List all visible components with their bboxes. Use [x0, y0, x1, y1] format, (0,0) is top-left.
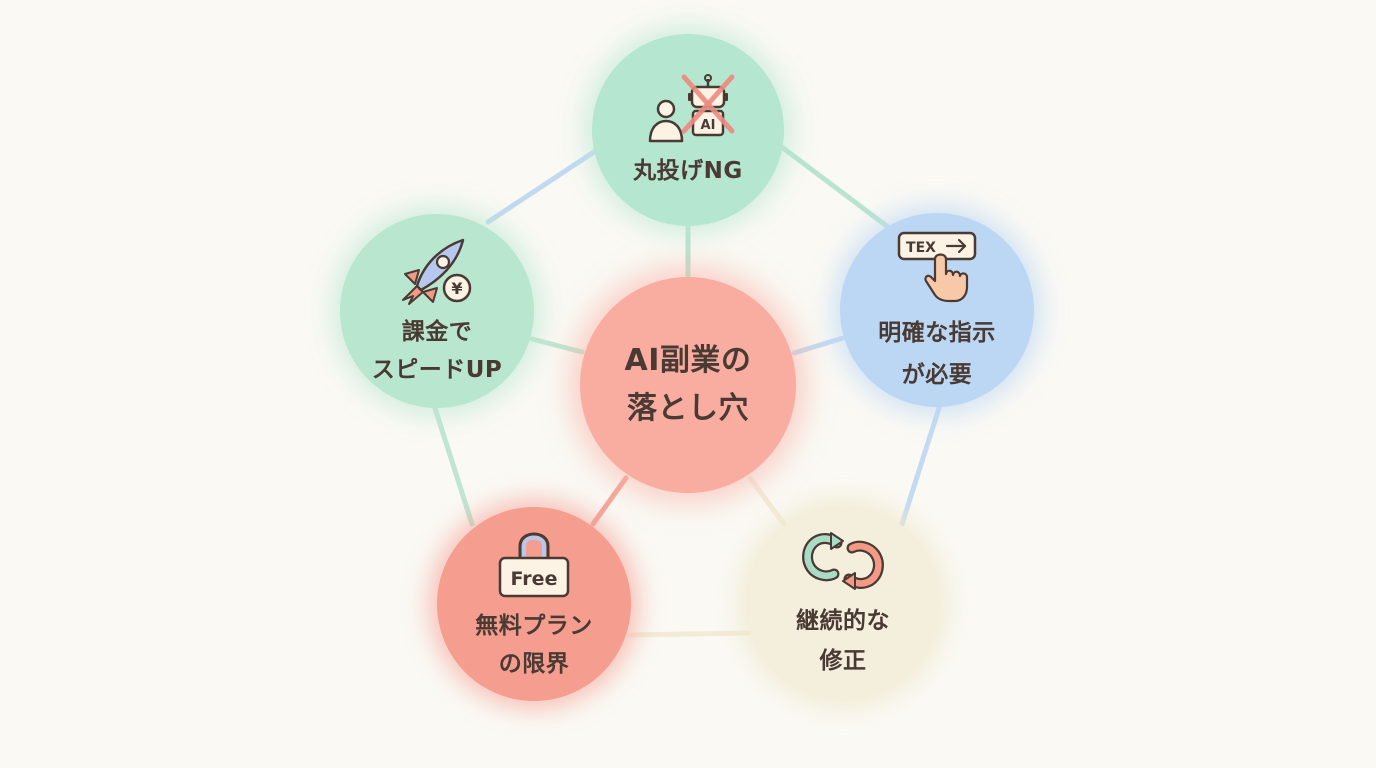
free-text: Free: [511, 568, 558, 590]
ring-link-top-left: [485, 147, 600, 225]
node-no-full-delegation: AI 丸投げNG: [592, 34, 784, 226]
node-clear-instructions: TEX 明確な指示 が必要: [840, 213, 1034, 407]
node-bottom-right-label-line1: 継続的な: [796, 608, 890, 634]
node-bottom-right-label-line2: 修正: [819, 648, 867, 674]
spoke-center-left: [529, 336, 585, 355]
node-top-label: 丸投げNG: [633, 158, 743, 184]
node-right-label-line1: 明確な指示: [878, 320, 996, 346]
ring-link-bottomleft-left: [431, 402, 475, 527]
center-title-line1: AI副業の: [624, 343, 752, 378]
node-left-label-line1: 課金で: [401, 319, 473, 345]
ring-link-bottomright-bottomleft: [628, 630, 751, 638]
node-right-label-line2: が必要: [901, 362, 973, 388]
node-bottom-left-label-line2: の限界: [498, 651, 570, 677]
person-and-crossed-out-robot-icon: AI: [640, 73, 736, 147]
spoke-center-bottomright: [747, 475, 787, 527]
padlock-icon: Free: [494, 528, 574, 604]
robot-ai-text: AI: [701, 118, 716, 133]
yen-symbol-text: ¥: [451, 279, 462, 298]
node-bottom-left-label-line1: 無料プラン: [475, 613, 593, 639]
circular-refresh-arrows-icon: [797, 529, 889, 597]
text-input-finger-tap-icon: TEX: [895, 229, 979, 307]
center-node: AI副業の 落とし穴: [580, 277, 796, 493]
node-free-plan-limits: Free 無料プラン の限界: [437, 507, 631, 701]
spoke-center-right: [791, 335, 846, 356]
input-text-value: TEX: [906, 240, 936, 256]
node-left-label-line2: スピードUP: [371, 357, 503, 383]
center-title-line2: 落とし穴: [627, 391, 749, 426]
spoke-center-bottomleft: [590, 475, 629, 527]
rocket-yen-coin-icon: ¥: [397, 236, 477, 310]
ring-link-top-right: [780, 145, 891, 230]
ring-link-right-bottomright: [899, 402, 943, 527]
node-pay-for-speed: ¥ 課金で スピードUP: [340, 214, 534, 408]
node-continuous-revision: 継続的な 修正: [746, 506, 940, 700]
